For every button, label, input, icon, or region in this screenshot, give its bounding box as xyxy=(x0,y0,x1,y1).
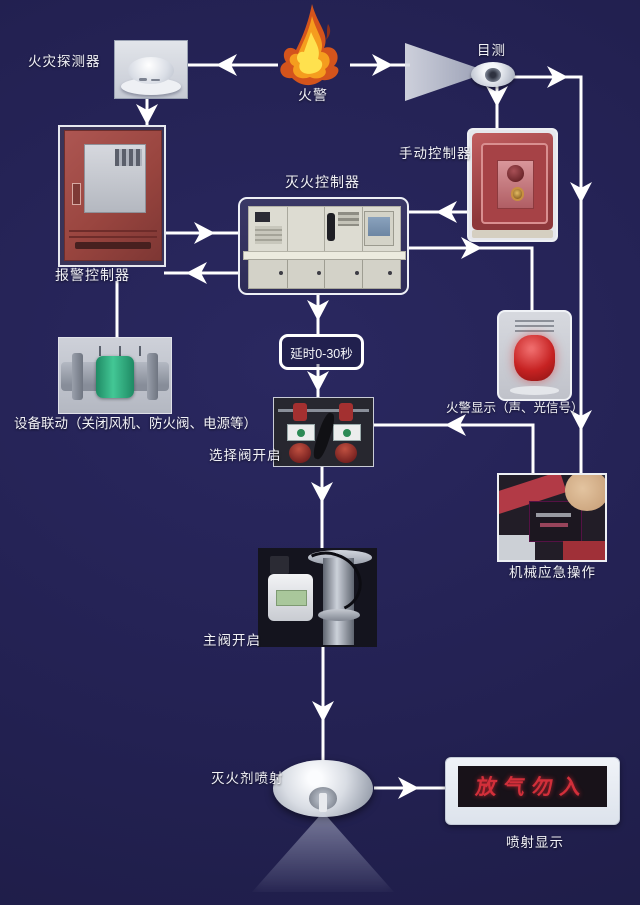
mech-label-line xyxy=(535,513,572,518)
pilot-cylinder xyxy=(267,573,313,622)
sounder-red-dome xyxy=(513,335,556,381)
valve-ring xyxy=(317,609,361,622)
door-knob xyxy=(387,271,392,276)
fire-label: 火警 xyxy=(298,87,328,103)
cabinet-body xyxy=(64,129,162,262)
valve-pipe xyxy=(323,557,355,645)
sounder-grille xyxy=(514,319,555,332)
console-monitor xyxy=(363,211,395,247)
discharge-display-label: 喷射显示 xyxy=(506,835,564,850)
console-divider xyxy=(362,206,364,252)
mechanical-emergency-photo xyxy=(497,473,607,562)
console-lower-cabinet xyxy=(248,259,401,290)
valve-body xyxy=(289,442,312,464)
manual-controller-photo xyxy=(467,128,558,242)
main-valve-label: 主阀开启 xyxy=(203,633,261,648)
cabinet-panel xyxy=(84,143,146,214)
monitor-screen xyxy=(367,216,390,237)
mech-label-panel xyxy=(528,500,582,542)
alarm-controller-photo xyxy=(58,125,166,267)
telephone-handset-icon xyxy=(327,212,335,241)
sign-led-text: 放气勿入 xyxy=(474,776,590,800)
cabinet-door-seam xyxy=(324,260,326,289)
linkage-actuator xyxy=(95,356,135,398)
valve-actuator xyxy=(338,403,353,422)
door-knob xyxy=(279,271,284,276)
line-extctrl-to-sounder xyxy=(407,246,534,312)
eye-icon xyxy=(471,62,515,87)
line-mechanical-to-selvalve xyxy=(373,423,535,474)
cabinet-door-seam xyxy=(362,260,364,289)
manual-alarm-dome xyxy=(507,165,524,182)
nozzle-stem xyxy=(319,793,327,813)
operator-hand xyxy=(564,475,605,511)
manual-push-button xyxy=(510,187,525,202)
discharge-sign: 放气勿入 xyxy=(445,757,620,825)
main-valve-photo xyxy=(258,548,377,647)
equipment-linkage-label: 设备联动（关闭风机、防火阀、电源等） xyxy=(14,416,257,431)
console-display xyxy=(255,211,271,222)
valve-manifold-pipe xyxy=(277,408,370,412)
cabinet-seam xyxy=(68,229,157,232)
linkage-wires xyxy=(81,345,149,356)
duct-flange xyxy=(147,353,158,400)
valve-actuator xyxy=(293,403,308,422)
cabinet-seam xyxy=(68,236,157,239)
console-button-rows xyxy=(255,226,283,245)
detector-base xyxy=(120,77,182,95)
manual-controller-label: 手动控制器 xyxy=(399,146,472,161)
fire-alarm-display-label: 火警显示（声、光信号） xyxy=(446,401,584,415)
fire-detector-label: 火灾探测器 xyxy=(28,54,101,69)
tag-dot xyxy=(342,428,351,437)
console-divider xyxy=(286,206,288,252)
agent-discharge-label: 灭火剂喷射 xyxy=(211,771,284,786)
solenoid xyxy=(269,555,289,574)
cabinet-handle xyxy=(71,182,82,206)
alarm-sounder-photo xyxy=(497,310,572,401)
fire-flame-icon xyxy=(272,4,352,96)
valve-tag xyxy=(332,423,361,442)
cabinet-slot xyxy=(74,242,152,249)
manual-panel xyxy=(496,160,534,209)
equipment-linkage-photo xyxy=(58,337,172,414)
mechanical-emergency-label: 机械应急操作 xyxy=(509,565,596,580)
mech-red-body xyxy=(562,541,605,560)
extinguish-controller-photo xyxy=(238,197,409,295)
extinguish-controller-label: 灭火控制器 xyxy=(285,174,360,190)
delay-node: 延时0-30秒 xyxy=(279,334,364,370)
visual-check-label: 目测 xyxy=(477,43,506,58)
duct-flange xyxy=(72,353,83,400)
valve-body xyxy=(334,442,357,464)
discharge-nozzle-photo xyxy=(273,760,373,817)
delay-label: 延时0-30秒 xyxy=(290,346,353,361)
door-knob xyxy=(354,271,359,276)
manual-box-inner xyxy=(481,142,548,225)
sign-led-screen: 放气勿入 xyxy=(458,765,607,807)
door-knob xyxy=(316,271,321,276)
console-divider xyxy=(324,206,326,252)
manual-box-outer xyxy=(472,133,553,231)
manual-box-base xyxy=(472,230,553,238)
mech-label-line xyxy=(539,523,568,527)
tag-dot xyxy=(297,428,306,437)
cylinder-label xyxy=(275,589,307,607)
selection-valve-photo xyxy=(273,397,374,467)
selection-valve-label: 选择阀开启 xyxy=(209,448,282,463)
selection-valve-right xyxy=(329,403,362,464)
detector-vent xyxy=(139,77,147,81)
cabinet-modules xyxy=(114,148,143,167)
alarm-controller-label: 报警控制器 xyxy=(55,267,130,283)
eye-iris xyxy=(485,67,501,82)
cabinet-door-seam xyxy=(286,260,288,289)
selection-valve-left xyxy=(284,403,317,464)
smoke-detector-photo xyxy=(114,40,188,99)
console-upper-panels xyxy=(248,205,401,253)
detector-vent xyxy=(151,78,160,82)
console-rack-modules xyxy=(338,211,360,226)
detector-dome xyxy=(127,56,175,85)
sounder-base xyxy=(509,385,560,395)
valve-tag xyxy=(287,423,316,442)
line-visual-to-mechanical xyxy=(511,75,583,474)
